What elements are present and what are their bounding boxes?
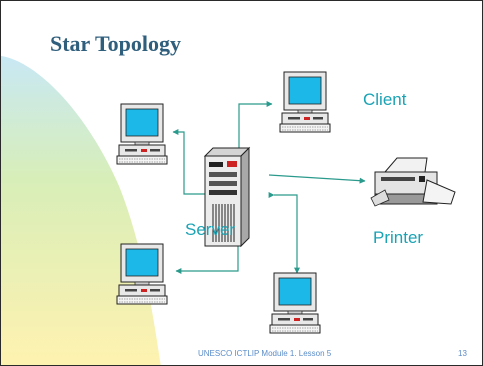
connector-pc-left-top [172,129,205,195]
connector-pc-bottom [268,192,300,274]
slide-number: 13 [458,349,467,358]
connector-printer [268,174,366,184]
computer-icon [116,103,168,165]
server-label: Server [185,220,236,239]
printer-label: Printer [373,228,424,247]
printer-icon [370,157,456,207]
slide-title: Star Topology [50,31,182,56]
computer-icon [269,272,321,334]
client-label: Client [363,90,407,109]
computer-icon [116,243,168,305]
client-computer-icon [279,71,331,133]
footer-source: UNESCO ICTLIP Module 1. Lesson 5 [198,349,332,358]
connector-client [236,101,273,162]
